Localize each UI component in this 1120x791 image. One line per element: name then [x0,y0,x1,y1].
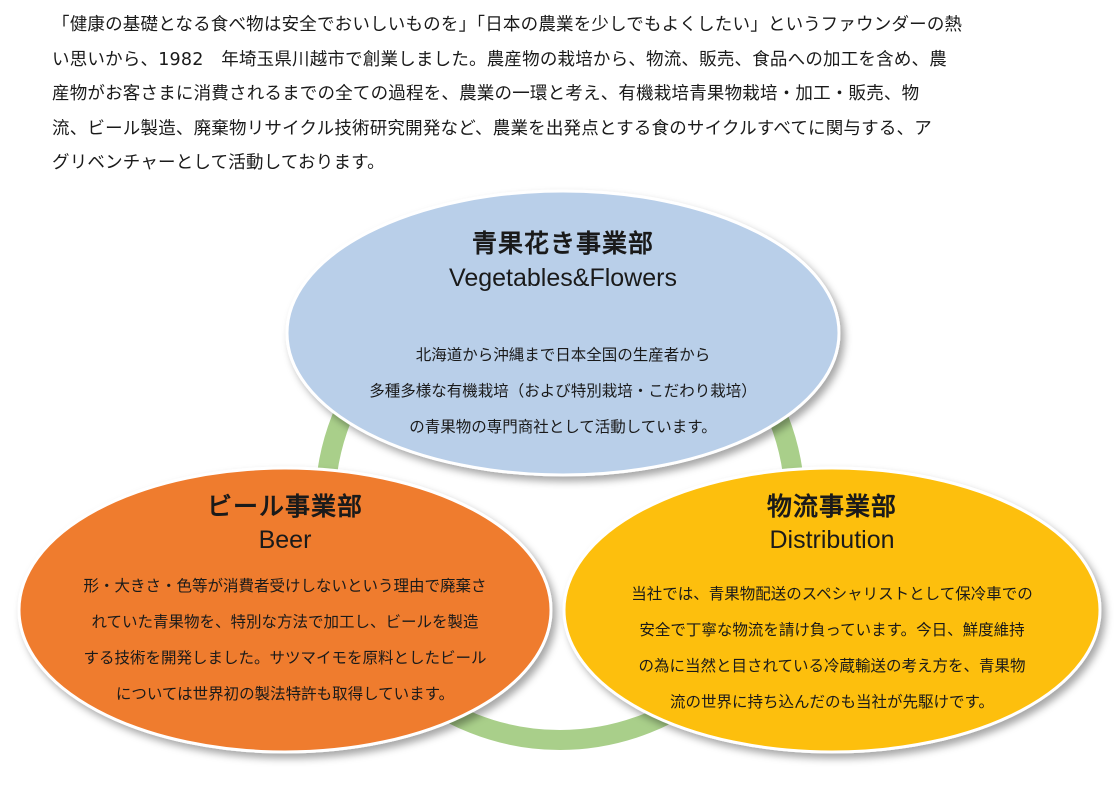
beer-description: 形・大きさ・色等が消費者受けしないという理由で廃棄さ れていた青果物を、特別な方… [83,577,487,703]
beer-ellipse [17,466,553,754]
distribution-description: 当社では、青果物配送のスペシャリストとして保冷車での 安全で丁寧な物流を請け負っ… [631,585,1033,711]
distribution-subtitle: Distribution [769,526,895,554]
distribution-ellipse [562,466,1102,754]
distribution-title: 物流事業部 [766,492,897,521]
vegetables-ellipse [285,189,841,477]
beer-title: ビール事業部 [206,492,363,521]
vegetables-title: 青果花き事業部 [471,229,654,258]
vegetables-description: 北海道から沖縄まで日本全国の生産者から 多種多様な有機栽培（および特別栽培・こだ… [369,346,757,436]
intro-paragraph: 「健康の基礎となる食べ物は安全でおいしいものを」「日本の農業を少しでもよくしたい… [52,15,963,173]
beer-subtitle: Beer [258,526,312,554]
vegetables-subtitle: Vegetables&Flowers [449,264,677,292]
